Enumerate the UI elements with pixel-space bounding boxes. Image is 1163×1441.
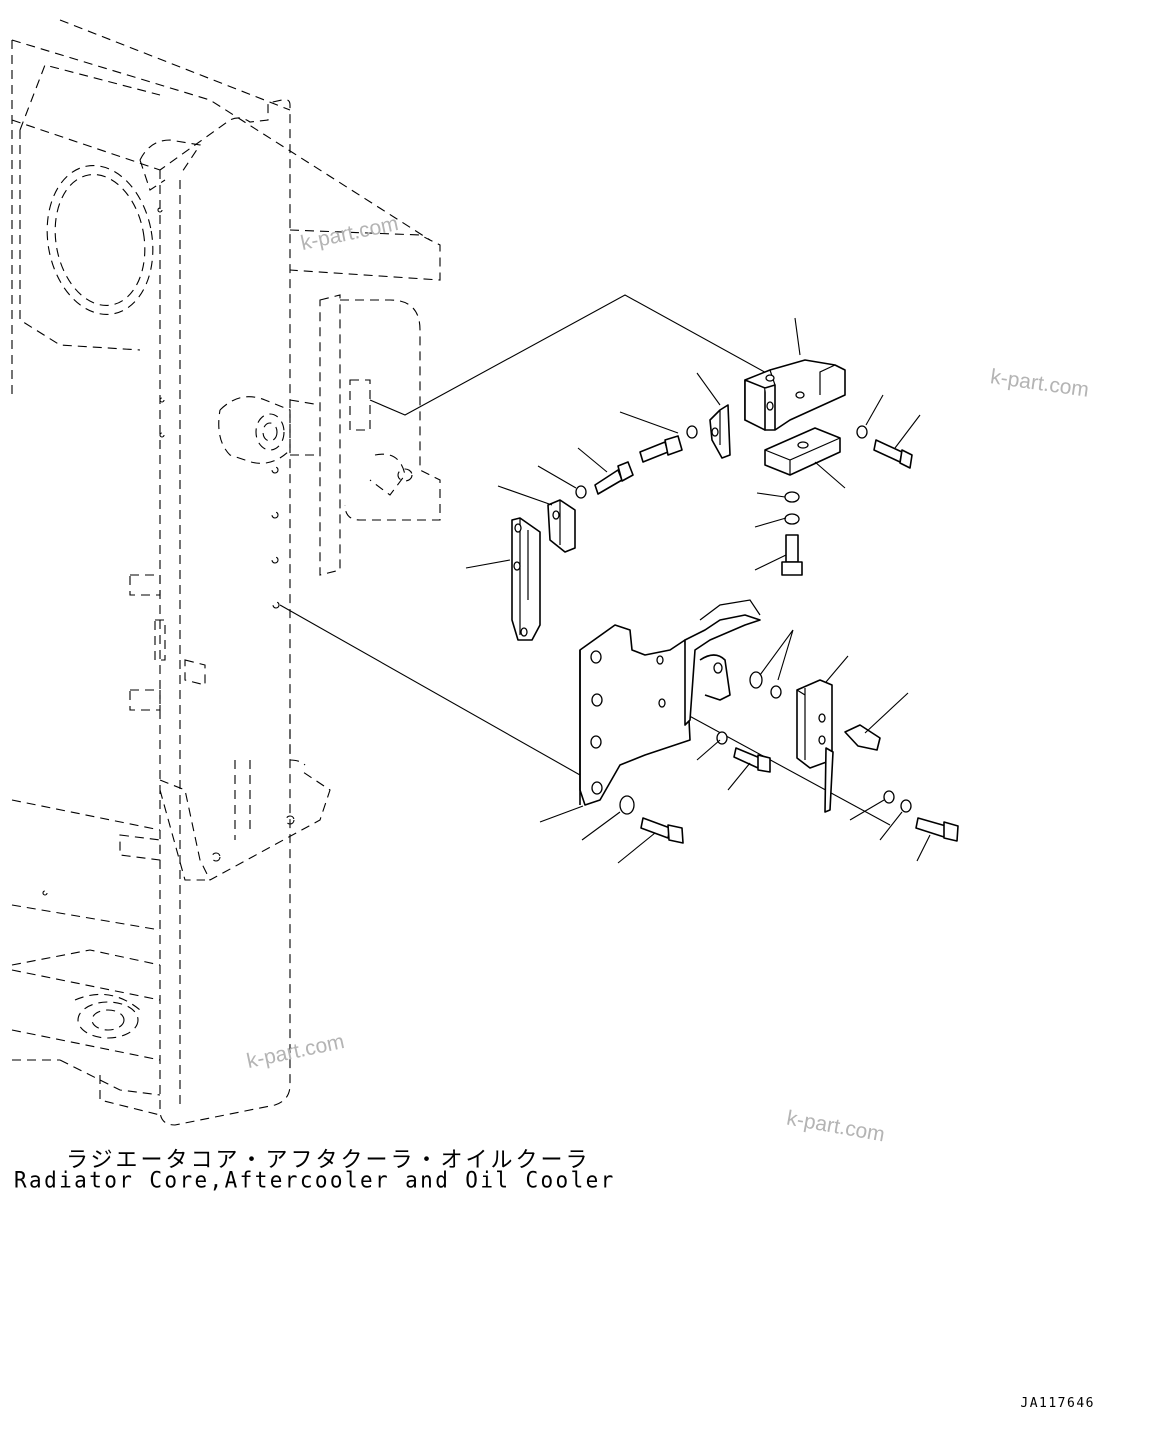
mount-bushing-phantom (218, 379, 413, 496)
upper-fasteners (575, 425, 913, 576)
cooler-frame-phantom (11, 19, 441, 1116)
lower-main-bracket (579, 599, 761, 806)
callout-leaders (465, 317, 931, 864)
lower-fasteners (619, 671, 959, 844)
upper-clip (709, 404, 731, 459)
radiator-side-column (42, 99, 331, 1126)
assembly-guide-lines (279, 294, 891, 826)
rubber-block (764, 427, 841, 476)
lower-right-clamp (796, 679, 834, 813)
caption-english: Radiator Core,Aftercooler and Oil Cooler (14, 1167, 616, 1193)
drawing-code: JA117646 (1020, 1396, 1095, 1411)
upper-mount-bracket (744, 359, 846, 431)
caption-japanese: ラジエータコア・アフタクーラ・オイルクーラ (66, 1148, 591, 1173)
left-vertical-bracket (511, 499, 576, 641)
